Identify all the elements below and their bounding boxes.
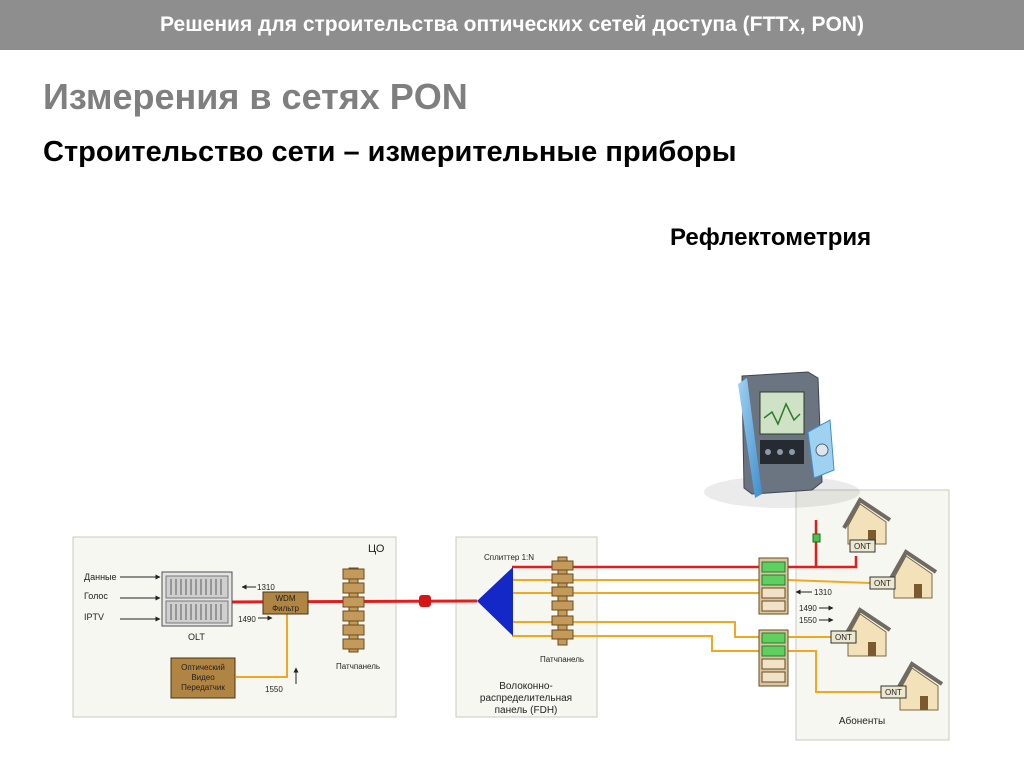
- co-label: ЦО: [368, 543, 385, 555]
- video-tx-line3: Передатчик: [181, 683, 225, 692]
- ont-label-4: ONT: [885, 688, 902, 697]
- house-icon-1: ONT: [842, 497, 892, 553]
- fiber-orange-video: [236, 612, 288, 678]
- section-label-reflectometry: Рефлектометрия: [670, 224, 872, 251]
- header-title: Решения для строительства оптических сет…: [160, 13, 864, 36]
- page-subtitle: Строительство сети – измерительные прибо…: [43, 136, 737, 168]
- wl-1490-co: 1490: [238, 615, 256, 624]
- fiber-ont-2: [787, 579, 871, 584]
- fiber-ont-1: [788, 556, 858, 569]
- fiber-ont-4: [788, 650, 881, 693]
- terminal-box-2: [758, 629, 789, 687]
- wl-1550-co: 1550: [265, 685, 283, 694]
- terminal-box-1: [758, 557, 789, 615]
- fdh-patchpanel-label: Патчпанель: [540, 655, 584, 664]
- video-tx-line1: Оптический: [181, 663, 225, 672]
- connector-green: [812, 533, 821, 543]
- wl-1490-sub: 1490: [799, 604, 817, 613]
- olt-label: OLT: [188, 632, 205, 642]
- wl-1310-co: 1310: [257, 583, 275, 592]
- subscribers-label: Абоненты: [839, 715, 885, 727]
- wl-1550-sub: 1550: [799, 616, 817, 625]
- video-tx-line2: Видео: [191, 673, 215, 682]
- input-label-data: Данные: [84, 572, 117, 582]
- co-patchpanel-icon: [342, 567, 365, 653]
- video-transmitter-box: Оптический Видео Передатчик: [170, 657, 236, 699]
- ont-label-2: ONT: [874, 579, 891, 588]
- fdh-label-line3: панель (FDH): [495, 705, 558, 716]
- header-bar: Решения для строительства оптических сет…: [0, 0, 1024, 50]
- input-label-iptv: IPTV: [84, 612, 104, 622]
- co-patchpanel-label: Патчпанель: [336, 662, 380, 671]
- otdr-device-icon: [704, 371, 860, 508]
- connector-red: [419, 595, 431, 607]
- splitter-icon: [477, 567, 513, 636]
- house-icon-3: ONT: [830, 607, 892, 657]
- ont-label-3: ONT: [835, 633, 852, 642]
- input-arrows: [120, 574, 161, 622]
- input-label-voice: Голос: [84, 591, 108, 601]
- fdh-label-line2: распределительная: [480, 693, 572, 704]
- house-icon-4: ONT: [880, 661, 944, 711]
- fdh-patchpanel-icon: [551, 556, 574, 646]
- ont-label-1: ONT: [854, 542, 871, 551]
- splitter-label: Сплиттер 1:N: [484, 553, 534, 562]
- page-title: Измерения в сетях PON: [43, 76, 468, 117]
- wdm-label-line1: WDM: [276, 594, 296, 603]
- house-icon-2: ONT: [869, 549, 938, 599]
- fiber-splitter-out-4: [512, 621, 760, 638]
- wdm-filter-box: WDM Фильтр: [262, 591, 309, 615]
- fiber-splitter-out-5: [512, 635, 760, 652]
- wdm-label-line2: Фильтр: [272, 604, 299, 613]
- fdh-label-line1: Волоконно-: [499, 681, 553, 692]
- olt-rack-icon: [161, 571, 233, 627]
- wl-1310-sub: 1310: [814, 588, 832, 597]
